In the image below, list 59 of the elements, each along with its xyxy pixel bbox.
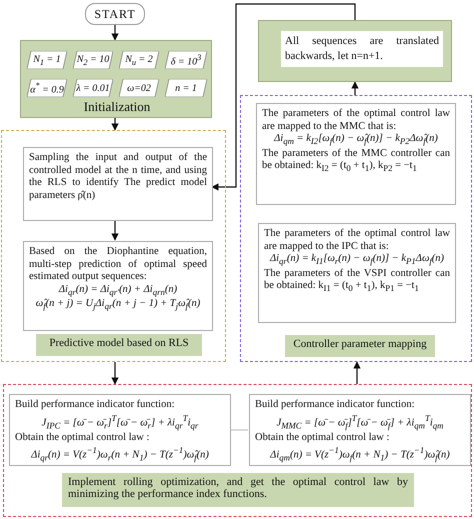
parameter-text: ω=02 xyxy=(127,82,151,94)
step-text: The parameters of the optimal control law are mapped to the IPC that is: xyxy=(264,228,450,253)
arrow xyxy=(111,25,119,41)
parameter-text: N$_{2}$ = 10 xyxy=(76,54,110,66)
formula-text: Δi$_{qm}$ = k$_{I2}$[ω$_{f}$(n) − ω̂$_{f}$(n)] − k$_{P2}$Δω̂$_{f}$(n) xyxy=(272,133,439,148)
step-text: The parameters of the optimal control law are mapped to the MMC that is: xyxy=(262,108,450,133)
formula-text: J$_{IPC}$ = [ω̄ − ω̄$_{r}$]$^{T}$[ω̄ − ω̄$_{r}$] + λi$_{qr}$$^{T}$i$_{qr}$ xyxy=(40,412,200,432)
start-terminal: START xyxy=(85,3,145,25)
process-box xyxy=(9,394,231,466)
connector-line xyxy=(230,429,248,431)
parameter-parallelogram xyxy=(27,79,67,97)
parameter-text: δ = 10$^{3}$ xyxy=(170,52,202,68)
group-label: Controller parameter mapping xyxy=(285,335,435,357)
process-box xyxy=(23,147,213,221)
dashed-group-frame xyxy=(3,384,472,517)
formula-text: J$_{MMC}$ = [ω̄ − ω̄$_{f}$]$^{T}$[ω̄ − ω̄$_{f}$] + λi$_{qm}$$^{T}$i$_{qm}$ xyxy=(276,412,444,432)
step-text: Sampling the input and output of the controlled model at the n time, and using the RLS to identify The predict model parameters ρ̂(n) xyxy=(29,152,207,202)
parameter-parallelogram xyxy=(119,79,159,97)
parameter-text: N$_{1}$ = 1 xyxy=(33,54,61,66)
parameter-parallelogram xyxy=(73,79,113,97)
step-text: Based on the Diophantine equation, multi-step prediction of optimal speed estimated output sequences: xyxy=(29,246,207,284)
arrow xyxy=(353,361,361,384)
formula-text: Δi$_{qm}$(n) = V(z$^{−1}$)ω$_{f}$(n + N$_{1}$) − T(z$^{−1}$)ω̂$_{f}$(n) xyxy=(268,444,451,464)
group-label: Implement rolling optimization, and get the optimal control law by minimizing the performance index functions. xyxy=(62,473,414,507)
dashed-group-frame xyxy=(240,95,472,362)
parameter-parallelogram xyxy=(73,51,113,69)
formula-text: ω̂$_{f}$(n + j) = U$_{j}$Δi$_{qr}$(n + j − 1) + T$_{j}$ω̂$_{f}$(n) xyxy=(34,298,202,313)
group-label: Predictive model based on RLS xyxy=(36,334,202,356)
formula-text: Δi$_{qr}$(n) = V(z$^{−1}$)ω$_{r}$(n + N$_{1}$) − T(z$^{−1}$)ω̂$_{f}$(n) xyxy=(30,444,210,464)
step-text: All sequences are translated backwards, let n=n+1. xyxy=(281,31,443,67)
parameter-parallelogram xyxy=(165,79,207,97)
process-box xyxy=(258,223,456,323)
formula-text: Δi$_{qr}$(n) = Δi$_{qr'}$(n) + Δi$_{qrn}$(n) xyxy=(58,284,178,298)
arrow xyxy=(111,118,119,131)
arrow xyxy=(211,3,356,191)
parameter-parallelogram xyxy=(165,51,207,69)
parameter-text: n = 1 xyxy=(175,82,197,94)
parameter-text: λ = 0.01 xyxy=(76,82,110,94)
process-box xyxy=(258,20,452,82)
parameter-text: N$_{u}$ = 2 xyxy=(125,54,153,66)
process-box xyxy=(256,103,456,205)
step-text: Build performance indicator function: xyxy=(15,399,176,412)
parameter-parallelogram xyxy=(119,51,159,69)
arrow xyxy=(111,362,119,385)
arrow xyxy=(351,81,359,95)
panel-title: Initialization xyxy=(82,99,152,115)
step-text: Build performance indicator function: xyxy=(255,399,416,412)
parameter-parallelogram xyxy=(27,51,67,69)
step-text: The parameters of the MMC controller can be obtained: k$_{I2}$ = (t$_{0}$ + t$_{1}$), k$_{P2}$ = −t$_{1}$ xyxy=(262,148,450,175)
initialization-panel xyxy=(20,40,212,118)
arrow xyxy=(111,220,119,241)
step-text: Obtain the optimal control law : xyxy=(255,432,390,444)
parameter-text: α$^{*}$ = 0.9 xyxy=(30,80,64,96)
dashed-group-frame xyxy=(1,130,226,362)
step-text: Obtain the optimal control law : xyxy=(15,432,150,444)
process-box xyxy=(249,394,471,466)
step-text: The parameters of the VSPI controller can be obtained: k$_{I1}$ = (t$_{0}$ + t$_{1}$), k$_{P1}$ = −t$_{1}$ xyxy=(264,268,450,295)
process-box xyxy=(23,241,213,331)
formula-text: Δi$_{qr}$(n) = k$_{I1}$[ω$_{r}$(n) − ω$_{f}$(n)] − k$_{P1}$Δω$_{f}$(n) xyxy=(268,253,446,268)
